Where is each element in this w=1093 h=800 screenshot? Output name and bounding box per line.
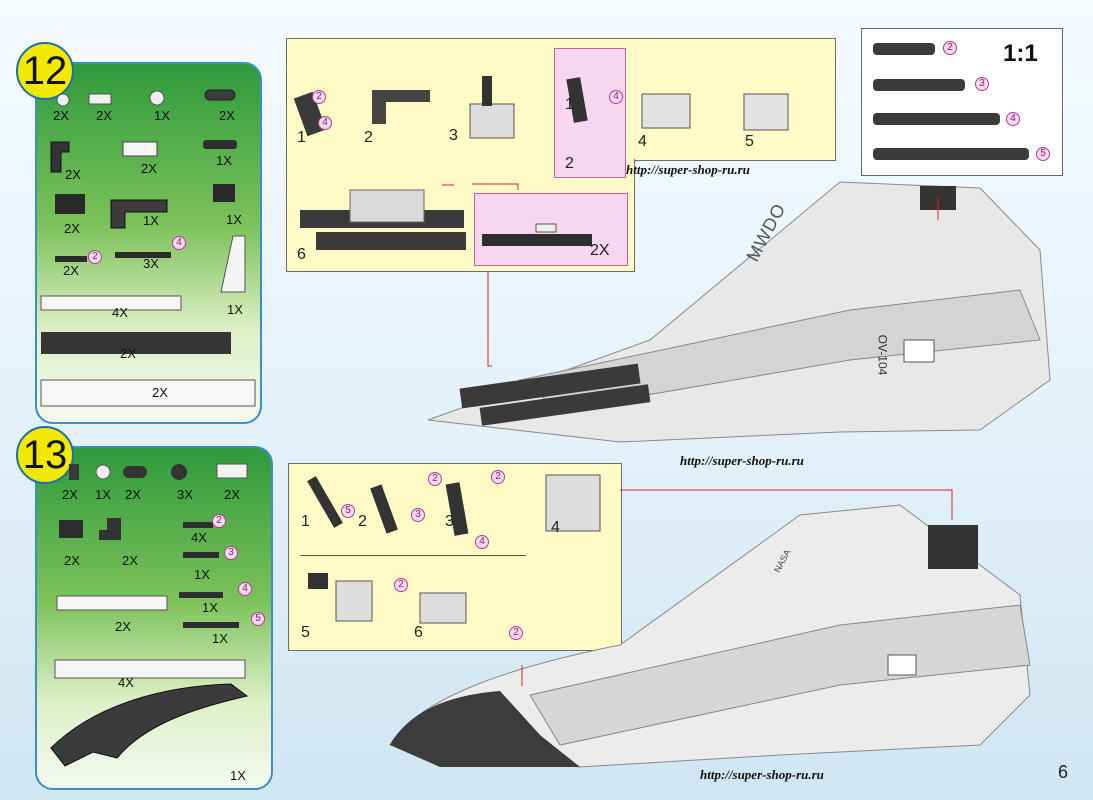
axle-size-mark: 2 — [212, 514, 226, 528]
axle-length-mark: 2 — [943, 41, 957, 55]
shuttle-model-top — [427, 181, 1051, 443]
top-inset-art — [293, 76, 789, 250]
axle-size-mark: 4 — [609, 90, 623, 104]
step-13-qty: 2X — [62, 487, 78, 502]
step-12-qty: 4X — [112, 305, 128, 320]
step-13-qty: 4X — [118, 675, 134, 690]
top-substep-number: 1 — [297, 129, 306, 146]
top-substep-number: 2 — [565, 155, 574, 172]
step-13-parts-art — [50, 463, 249, 767]
step-13-qty: 4X — [191, 530, 207, 545]
axle-length-mark: 3 — [975, 77, 989, 91]
axle-size-mark: 5 — [251, 612, 265, 626]
step-12-qty: 1X — [226, 212, 242, 227]
step-13-qty: 1X — [202, 600, 218, 615]
step-12-number: 12 — [16, 42, 74, 100]
axle-size-mark: 3 — [224, 546, 238, 560]
top-substep-number: 1 — [565, 96, 574, 113]
step-13-qty: 2X — [224, 487, 240, 502]
step-13-qty: 1X — [194, 567, 210, 582]
axle-size-mark: 4 — [238, 582, 252, 596]
watermark-url: http://super-shop-ru.ru — [700, 767, 824, 782]
axle-size-mark: 4 — [318, 116, 332, 130]
scale-axles-art — [873, 43, 1029, 160]
axle-size-mark: 2 — [491, 470, 505, 484]
step-12-qty: 2X — [65, 167, 81, 182]
bottom-substep-number: 1 — [301, 513, 310, 530]
page-number: 6 — [1058, 762, 1069, 782]
step-12-qty: 2X — [96, 108, 112, 123]
axle-size-mark: 2 — [312, 90, 326, 104]
step-12-parts-art — [40, 89, 256, 407]
step-12-qty: 1X — [227, 302, 243, 317]
axle-size-mark: 2 — [394, 578, 408, 592]
step-12-qty: 1X — [154, 108, 170, 123]
axle-size-mark: 4 — [475, 535, 489, 549]
axle-length-mark: 5 — [1036, 147, 1050, 161]
step-12-qty: 2X — [64, 221, 80, 236]
bottom-substep-number: 3 — [445, 513, 454, 530]
top-substep-number: 6 — [297, 246, 306, 263]
bottom-substep-number: 6 — [414, 624, 423, 641]
step-13-qty: 2X — [64, 553, 80, 568]
axle-size-mark: 2 — [509, 626, 523, 640]
top-substep-number: 5 — [745, 133, 754, 150]
top-subassembly-box — [554, 48, 626, 178]
bottom-substep-number: 2 — [358, 513, 367, 530]
step-13-qty: 1X — [95, 487, 111, 502]
subassembly-quantity: 2X — [590, 242, 610, 259]
axle-size-mark: 4 — [172, 236, 186, 250]
step-13-number: 13 — [16, 426, 74, 484]
watermark-url: http://super-shop-ru.ru — [680, 453, 804, 468]
top-substep-number: 3 — [449, 127, 458, 144]
step-13-qty: 1X — [230, 768, 246, 783]
step-12-qty: 2X — [152, 385, 168, 400]
step-12-qty: 2X — [219, 108, 235, 123]
step-13-qty: 2X — [115, 619, 131, 634]
step-12-qty: 2X — [53, 108, 69, 123]
step-12-qty: 1X — [216, 153, 232, 168]
step-12-qty: 2X — [141, 161, 157, 176]
scale-title: 1:1 — [1003, 40, 1038, 67]
axle-size-mark: 5 — [341, 504, 355, 518]
bottom-inset-divider — [300, 555, 526, 556]
watermark-url: http://super-shop-ru.ru — [626, 162, 750, 177]
step-12-qty: 3X — [143, 256, 159, 271]
axle-length-mark: 4 — [1006, 112, 1020, 126]
step-12-parts-panel — [35, 62, 262, 424]
axle-size-mark: 3 — [411, 508, 425, 522]
bottom-inset-art — [307, 474, 601, 624]
bottom-substep-number: 4 — [551, 519, 560, 536]
top-substep-number: 4 — [638, 133, 647, 150]
step-13-qty: 2X — [122, 553, 138, 568]
step-12-qty: 1X — [143, 213, 159, 228]
bottom-substep-number: 5 — [301, 624, 310, 641]
step-13-qty: 1X — [212, 631, 228, 646]
shuttle-model-bottom — [389, 504, 1031, 768]
step-12-qty: 2X — [63, 263, 79, 278]
step-13-qty: 3X — [177, 487, 193, 502]
top-substep-number: 2 — [364, 129, 373, 146]
step-12-qty: 2X — [120, 346, 136, 361]
step-13-qty: 2X — [125, 487, 141, 502]
axle-size-mark: 2 — [88, 250, 102, 264]
axle-size-mark: 2 — [428, 472, 442, 486]
